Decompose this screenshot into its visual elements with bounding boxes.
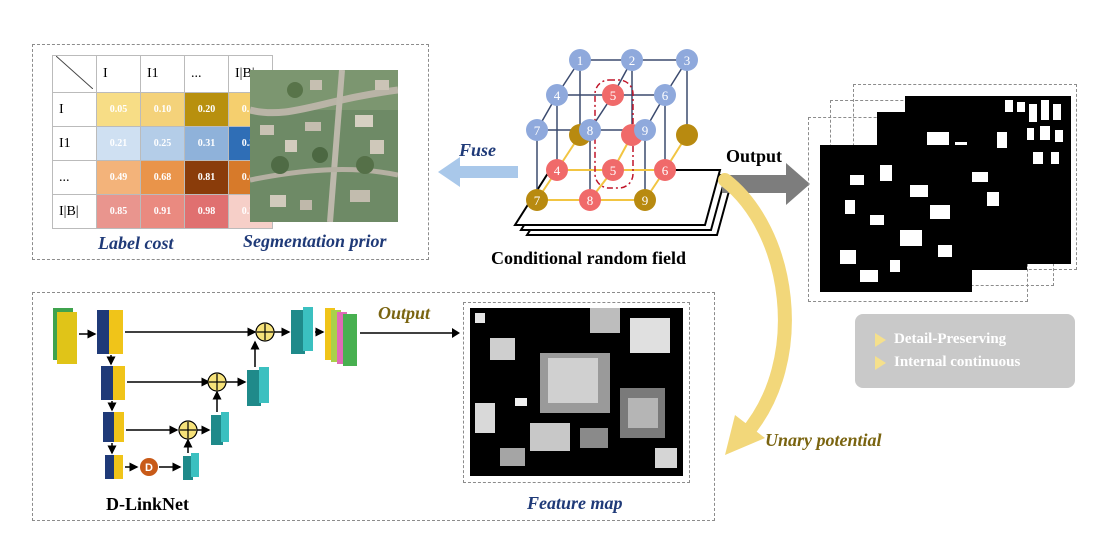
row-header: I|B| bbox=[52, 194, 97, 229]
crf-node-label: 7 bbox=[534, 193, 541, 208]
label-cost-panel bbox=[32, 44, 429, 260]
decoder-block bbox=[291, 310, 305, 354]
feature-map-frame bbox=[463, 302, 690, 483]
cost-cell: 0.68 bbox=[140, 160, 185, 195]
crf-node-blue bbox=[676, 49, 698, 71]
crf-node-label: 2 bbox=[629, 53, 636, 68]
cost-cell: 0.25 bbox=[140, 126, 185, 161]
crf-node-label: 4 bbox=[554, 88, 561, 103]
decoder-block bbox=[183, 456, 193, 480]
cost-cell: 0.31 bbox=[184, 126, 229, 161]
cost-cell: 0.81 bbox=[184, 160, 229, 195]
crf-node-label: 6 bbox=[662, 163, 669, 178]
crf-node-red bbox=[546, 159, 568, 181]
crf-node-gold bbox=[634, 189, 656, 211]
feature-map-image bbox=[470, 308, 683, 476]
col-header: ... bbox=[184, 55, 229, 93]
crf-node-gold bbox=[526, 189, 548, 211]
crf-graph: 1 2 3 4 5 6 7 8 9 4 5 6 7 8 9 bbox=[513, 49, 734, 236]
output-arrow-black bbox=[360, 328, 460, 338]
output-label-right: Output bbox=[726, 146, 783, 166]
legend-text: Internal continuous bbox=[894, 354, 1021, 370]
crf-node-blue bbox=[526, 119, 548, 141]
crf-node-label: 9 bbox=[642, 193, 649, 208]
col-header: I bbox=[96, 55, 141, 93]
decoder-block bbox=[211, 415, 223, 445]
final-block bbox=[325, 308, 335, 360]
plus-icon bbox=[178, 420, 198, 440]
segmentation-prior-title: Segmentation prior bbox=[243, 231, 387, 251]
cost-cell: 0.91 bbox=[140, 194, 185, 229]
crf-node-blue bbox=[634, 119, 656, 141]
label-cost-title: Label cost bbox=[98, 233, 174, 253]
crf-node-blue bbox=[579, 119, 601, 141]
crf-title: Conditional random field bbox=[491, 248, 687, 268]
dilation-block bbox=[140, 458, 158, 476]
row-header: I1 bbox=[52, 126, 97, 161]
cost-cell: 0.20 bbox=[184, 92, 229, 127]
crf-node-red bbox=[654, 159, 676, 181]
fuse-arrow bbox=[438, 157, 518, 187]
row-header: ... bbox=[52, 160, 97, 195]
triangle-icon bbox=[875, 332, 886, 347]
crf-node-blue bbox=[546, 84, 568, 106]
label-cost-table: I I1 ... I|B| I 0.05 0.10 0.20 0.13 I1 0… bbox=[52, 55, 273, 229]
crf-node-red bbox=[602, 159, 624, 181]
plus-icon bbox=[207, 372, 227, 392]
col-header: I1 bbox=[140, 55, 185, 93]
crf-node-label: 7 bbox=[534, 123, 541, 138]
dlinknet-diagram: D bbox=[53, 307, 357, 480]
crf-node-label: 5 bbox=[610, 88, 617, 103]
cost-cell: 0.49 bbox=[96, 160, 141, 195]
row-header: I bbox=[52, 92, 97, 127]
cost-cell: 0.85 bbox=[96, 194, 141, 229]
decoder-block bbox=[247, 370, 261, 406]
plus-icon bbox=[255, 322, 275, 342]
crf-node-label: 9 bbox=[642, 123, 649, 138]
encoder-block bbox=[105, 455, 114, 479]
fuse-label: Fuse bbox=[459, 140, 497, 160]
feature-map-title: Feature map bbox=[527, 493, 623, 513]
cost-cell: 0.10 bbox=[140, 92, 185, 127]
crf-node-label: 8 bbox=[587, 193, 594, 208]
crf-node-label: 4 bbox=[554, 163, 561, 178]
dlinknet-panel bbox=[32, 292, 715, 521]
legend-item: Detail-Preserving bbox=[875, 331, 1006, 348]
crf-node-label: 1 bbox=[577, 53, 584, 68]
unary-arrow bbox=[718, 173, 792, 455]
crf-node-blue bbox=[569, 49, 591, 71]
encoder-block bbox=[97, 310, 111, 354]
aerial-image bbox=[250, 70, 398, 222]
legend-item: Internal continuous bbox=[875, 354, 1020, 371]
corner-diagonal bbox=[55, 55, 94, 90]
encoder-block bbox=[103, 412, 114, 442]
crf-node-label: 8 bbox=[587, 123, 594, 138]
crf-node-blue bbox=[654, 84, 676, 106]
legend-text: Detail-Preserving bbox=[894, 331, 1007, 347]
dilation-label: D bbox=[145, 462, 153, 474]
crf-node-red bbox=[579, 189, 601, 211]
legend-panel: Detail-Preserving Internal continuous bbox=[855, 314, 1075, 388]
encoder-block bbox=[101, 366, 113, 400]
crf-node-label: 3 bbox=[684, 53, 691, 68]
cost-cell: 0.98 bbox=[184, 194, 229, 229]
cost-cell: 0.05 bbox=[96, 92, 141, 127]
output-mask-front bbox=[820, 145, 972, 292]
crf-node-gold bbox=[676, 124, 698, 146]
crf-node-red bbox=[602, 84, 624, 106]
crf-node-label: 5 bbox=[610, 163, 617, 178]
table-corner bbox=[52, 55, 97, 93]
triangle-icon bbox=[875, 355, 886, 370]
cost-cell: 0.21 bbox=[96, 126, 141, 161]
unary-label: Unary potential bbox=[765, 430, 882, 450]
crf-node-blue bbox=[621, 49, 643, 71]
crf-node-label: 6 bbox=[662, 88, 669, 103]
output-label-net: Output bbox=[378, 303, 431, 323]
dlinknet-title: D-LinkNet bbox=[106, 494, 190, 514]
